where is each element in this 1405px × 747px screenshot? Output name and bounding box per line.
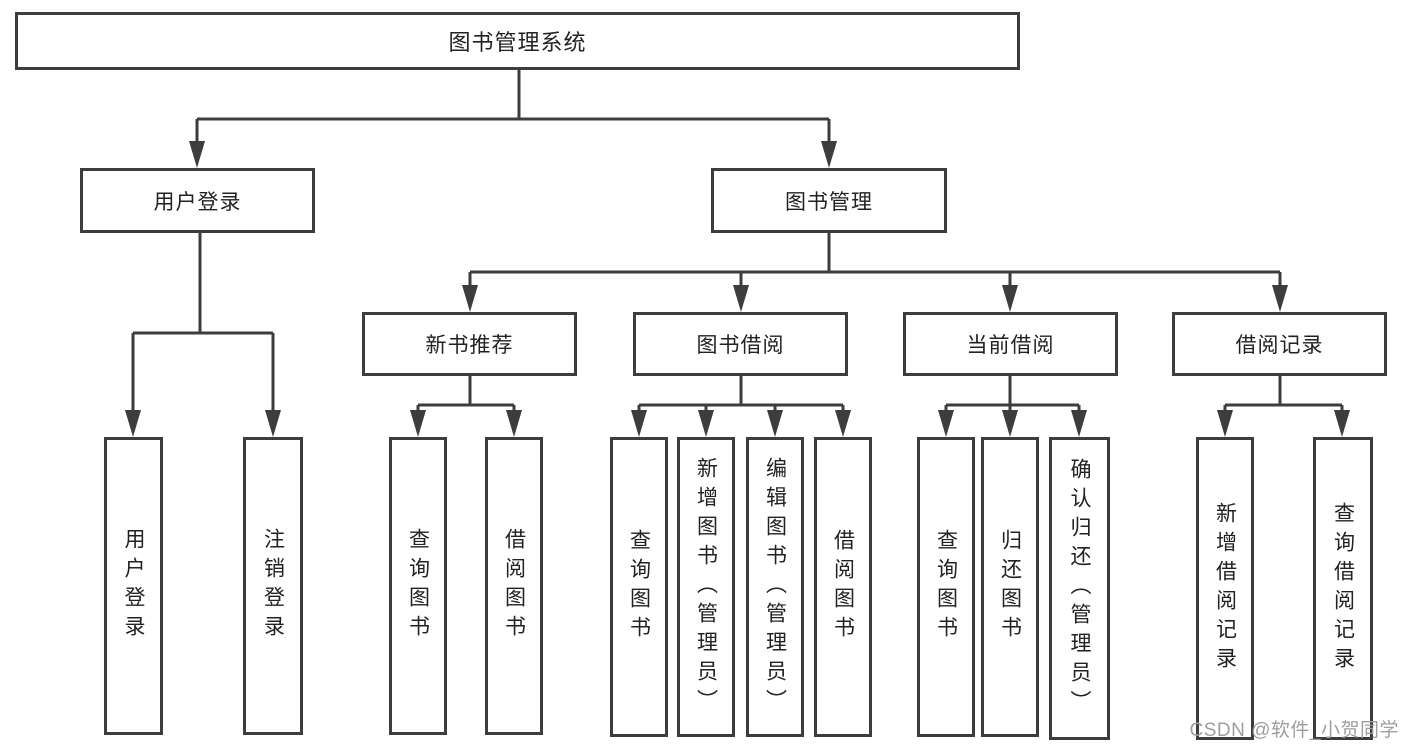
node-user-login: 用户登录	[80, 168, 315, 233]
node-label: 借阅图书	[502, 528, 526, 644]
node-book-borrow: 图书借阅	[633, 312, 848, 376]
leaf-borrow-books: 借阅图书	[814, 437, 872, 737]
node-label: 注销登录	[261, 528, 285, 644]
leaf-query-books-current: 查询图书	[917, 437, 975, 737]
node-label: 借阅图书	[831, 529, 855, 645]
leaf-add-book-admin: 新增图书（管理员）	[677, 437, 735, 737]
leaf-borrow-books-recommend: 借阅图书	[485, 437, 543, 735]
node-label: 查询图书	[934, 529, 958, 645]
node-label: 用户登录	[122, 528, 145, 644]
leaf-logout: 注销登录	[243, 437, 303, 735]
node-borrow-records: 借阅记录	[1172, 312, 1387, 376]
csdn-watermark: CSDN @软件_小贺同学	[1189, 720, 1399, 741]
node-label: 图书借阅	[696, 334, 785, 357]
leaf-query-books-borrow: 查询图书	[610, 437, 668, 737]
node-root: 图书管理系统	[15, 12, 1020, 70]
node-label: 借阅记录	[1235, 334, 1324, 357]
leaf-confirm-return-admin: 确认归还（管理员）	[1049, 437, 1110, 740]
node-label: 编辑图书（管理员）	[763, 456, 787, 718]
node-label: 当前借阅	[966, 334, 1055, 357]
arrowheads	[125, 141, 1350, 437]
node-label: 图书管理	[785, 190, 873, 214]
leaf-query-borrow-record: 查询借阅记录	[1313, 437, 1373, 740]
node-label: 归还图书	[998, 529, 1022, 645]
node-label: 查询借阅记录	[1331, 501, 1355, 676]
node-label: 图书管理系统	[448, 30, 587, 55]
node-label: 新增图书（管理员）	[694, 456, 718, 718]
node-new-book-recommend: 新书推荐	[362, 312, 577, 376]
node-label: 新增借阅记录	[1213, 501, 1237, 676]
node-book-management: 图书管理	[711, 168, 947, 233]
node-label: 查询图书	[627, 529, 651, 645]
node-label: 查询图书	[406, 528, 430, 644]
node-current-borrow: 当前借阅	[903, 312, 1118, 376]
node-label: 新书推荐	[425, 334, 514, 357]
node-label: 用户登录	[153, 190, 242, 214]
leaf-edit-book-admin: 编辑图书（管理员）	[746, 437, 804, 737]
leaf-return-book: 归还图书	[981, 437, 1039, 737]
leaf-add-borrow-record: 新增借阅记录	[1196, 437, 1254, 740]
leaf-query-books-recommend: 查询图书	[389, 437, 447, 735]
node-label: 确认归还（管理员）	[1068, 458, 1091, 719]
leaf-user-login: 用户登录	[104, 437, 163, 735]
